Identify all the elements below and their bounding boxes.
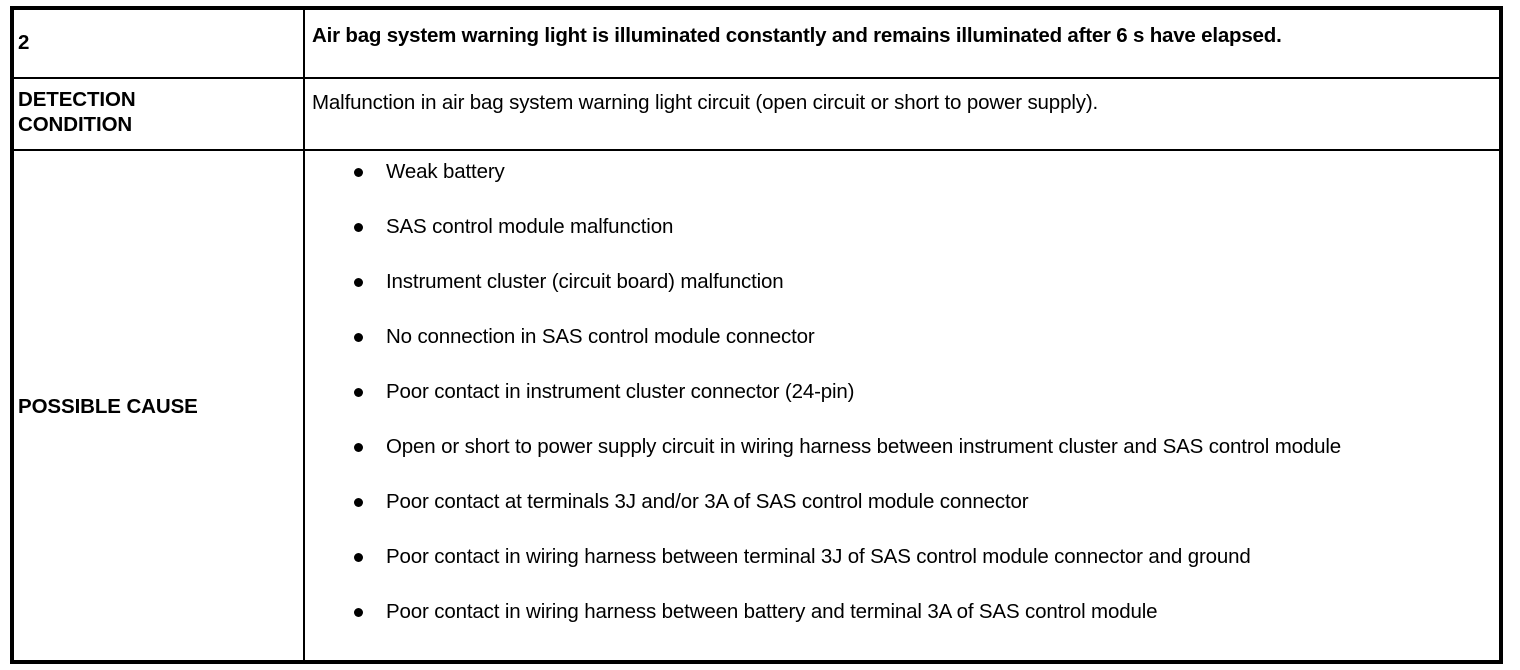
possible-cause-item: Weak battery bbox=[354, 159, 1489, 185]
bullet-dot-icon bbox=[354, 168, 363, 177]
possible-cause-item: Poor contact in instrument cluster conne… bbox=[354, 379, 1489, 405]
bullet-dot-icon bbox=[354, 278, 363, 287]
possible-cause-item-text: Poor contact in instrument cluster conne… bbox=[386, 380, 855, 403]
possible-cause-item: Open or short to power supply circuit in… bbox=[354, 434, 1489, 460]
possible-cause-item: SAS control module malfunction bbox=[354, 214, 1489, 240]
possible-cause-label: POSSIBLE CAUSE bbox=[14, 151, 305, 660]
detection-condition-label-line2: CONDITION bbox=[18, 113, 133, 136]
possible-cause-item-text: Poor contact in wiring harness between b… bbox=[386, 600, 1158, 623]
detection-condition-label: DETECTION CONDITION bbox=[14, 79, 305, 149]
possible-cause-item: No connection in SAS control module conn… bbox=[354, 324, 1489, 350]
bullet-dot-icon bbox=[354, 223, 363, 232]
dtc-description-text: Air bag system warning light is illumina… bbox=[312, 24, 1282, 47]
table-row-detection-condition: DETECTION CONDITION Malfunction in air b… bbox=[14, 79, 1499, 151]
possible-cause-item-text: Open or short to power supply circuit in… bbox=[386, 435, 1342, 458]
bullet-dot-icon bbox=[354, 388, 363, 397]
dtc-number-label: 2 bbox=[14, 10, 305, 77]
bullet-dot-icon bbox=[354, 608, 363, 617]
bullet-dot-icon bbox=[354, 333, 363, 342]
possible-cause-item-text: SAS control module malfunction bbox=[386, 215, 674, 238]
detection-condition-label-line1: DETECTION bbox=[18, 88, 136, 111]
possible-cause-item-text: No connection in SAS control module conn… bbox=[386, 325, 815, 348]
dtc-diagnostic-table: 2 Air bag system warning light is illumi… bbox=[10, 6, 1503, 664]
possible-cause-item-text: Poor contact at terminals 3J and/or 3A o… bbox=[386, 490, 1029, 513]
possible-cause-item: Poor contact in wiring harness between b… bbox=[354, 599, 1489, 625]
possible-cause-item: Instrument cluster (circuit board) malfu… bbox=[354, 269, 1489, 295]
possible-cause-item: Poor contact at terminals 3J and/or 3A o… bbox=[354, 489, 1489, 515]
bullet-dot-icon bbox=[354, 553, 363, 562]
possible-cause-item-text: Weak battery bbox=[386, 160, 505, 183]
detection-condition-text: Malfunction in air bag system warning li… bbox=[312, 91, 1099, 114]
table-row-dtc-number: 2 Air bag system warning light is illumi… bbox=[14, 10, 1499, 79]
possible-cause-item: Poor contact in wiring harness between t… bbox=[354, 544, 1489, 570]
possible-cause-item-text: Poor contact in wiring harness between t… bbox=[386, 545, 1251, 568]
bullet-dot-icon bbox=[354, 498, 363, 507]
possible-cause-item-text: Instrument cluster (circuit board) malfu… bbox=[386, 270, 784, 293]
bullet-dot-icon bbox=[354, 443, 363, 452]
